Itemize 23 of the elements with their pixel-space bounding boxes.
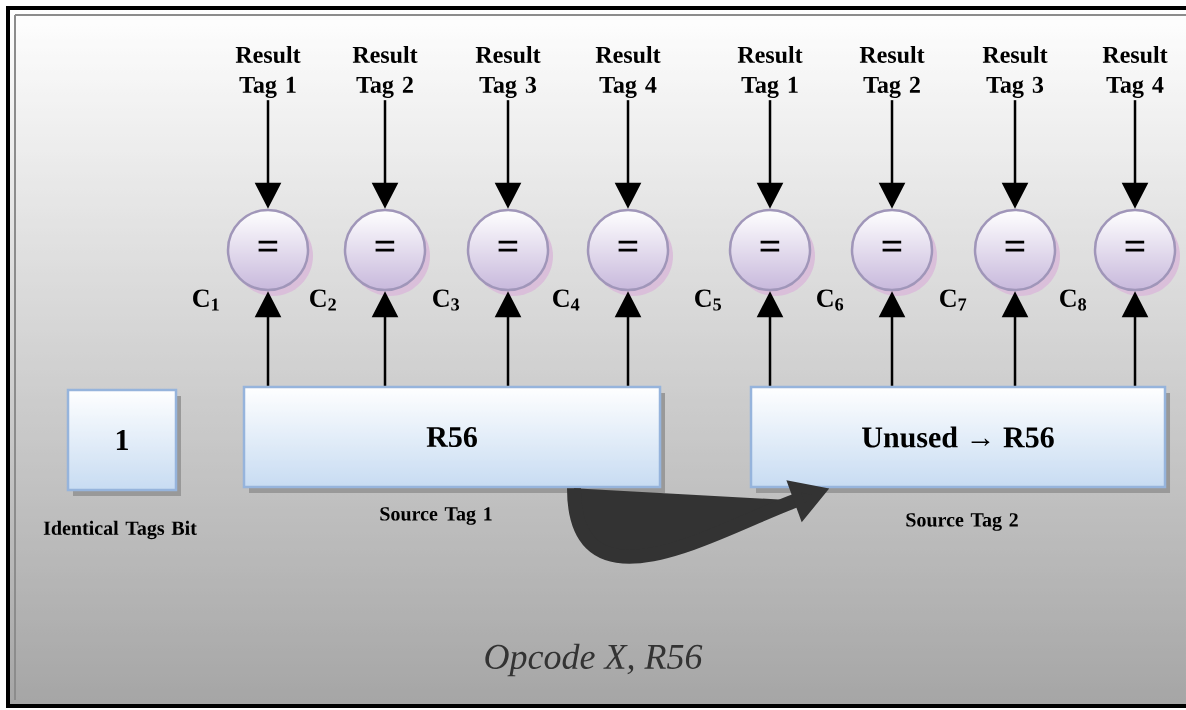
caption-text: Opcode X, R56 bbox=[485, 643, 703, 677]
compare-label: C$_{4}$ bbox=[553, 289, 580, 311]
compare-label: C$_{7}$ bbox=[940, 289, 967, 311]
result-tag-label: Result Tag 2 bbox=[859, 46, 925, 98]
compare-label: C$_{5}$ bbox=[695, 289, 722, 311]
compare-label: C$_{6}$ bbox=[817, 289, 844, 311]
result-tag-label: Result Tag 4 bbox=[1102, 46, 1168, 98]
register-box: Unused → R56 bbox=[749, 385, 1170, 493]
result-tag-label: Result Tag 4 bbox=[595, 46, 661, 98]
field-caption: Source Tag 2 bbox=[906, 513, 1018, 531]
result-tag-label: Result Tag 3 bbox=[982, 46, 1048, 98]
field-caption: Source Tag 1 bbox=[380, 507, 492, 525]
compare-label: C$_{8}$ bbox=[1060, 289, 1087, 311]
register-box: R56 bbox=[242, 385, 665, 493]
register-box: 1 bbox=[66, 388, 181, 496]
field-caption: Identical Tags Bit bbox=[43, 520, 197, 540]
result-tag-label: Result Tag 1 bbox=[235, 46, 301, 98]
compare-label: C$_{3}$ bbox=[433, 289, 460, 311]
result-tag-label: Result Tag 3 bbox=[475, 46, 541, 98]
compare-label: C$_{1}$ bbox=[193, 289, 219, 311]
result-tag-label: Result Tag 2 bbox=[352, 46, 418, 98]
result-tag-label: Result Tag 1 bbox=[737, 46, 803, 98]
compare-label: C$_{2}$ bbox=[310, 289, 336, 311]
